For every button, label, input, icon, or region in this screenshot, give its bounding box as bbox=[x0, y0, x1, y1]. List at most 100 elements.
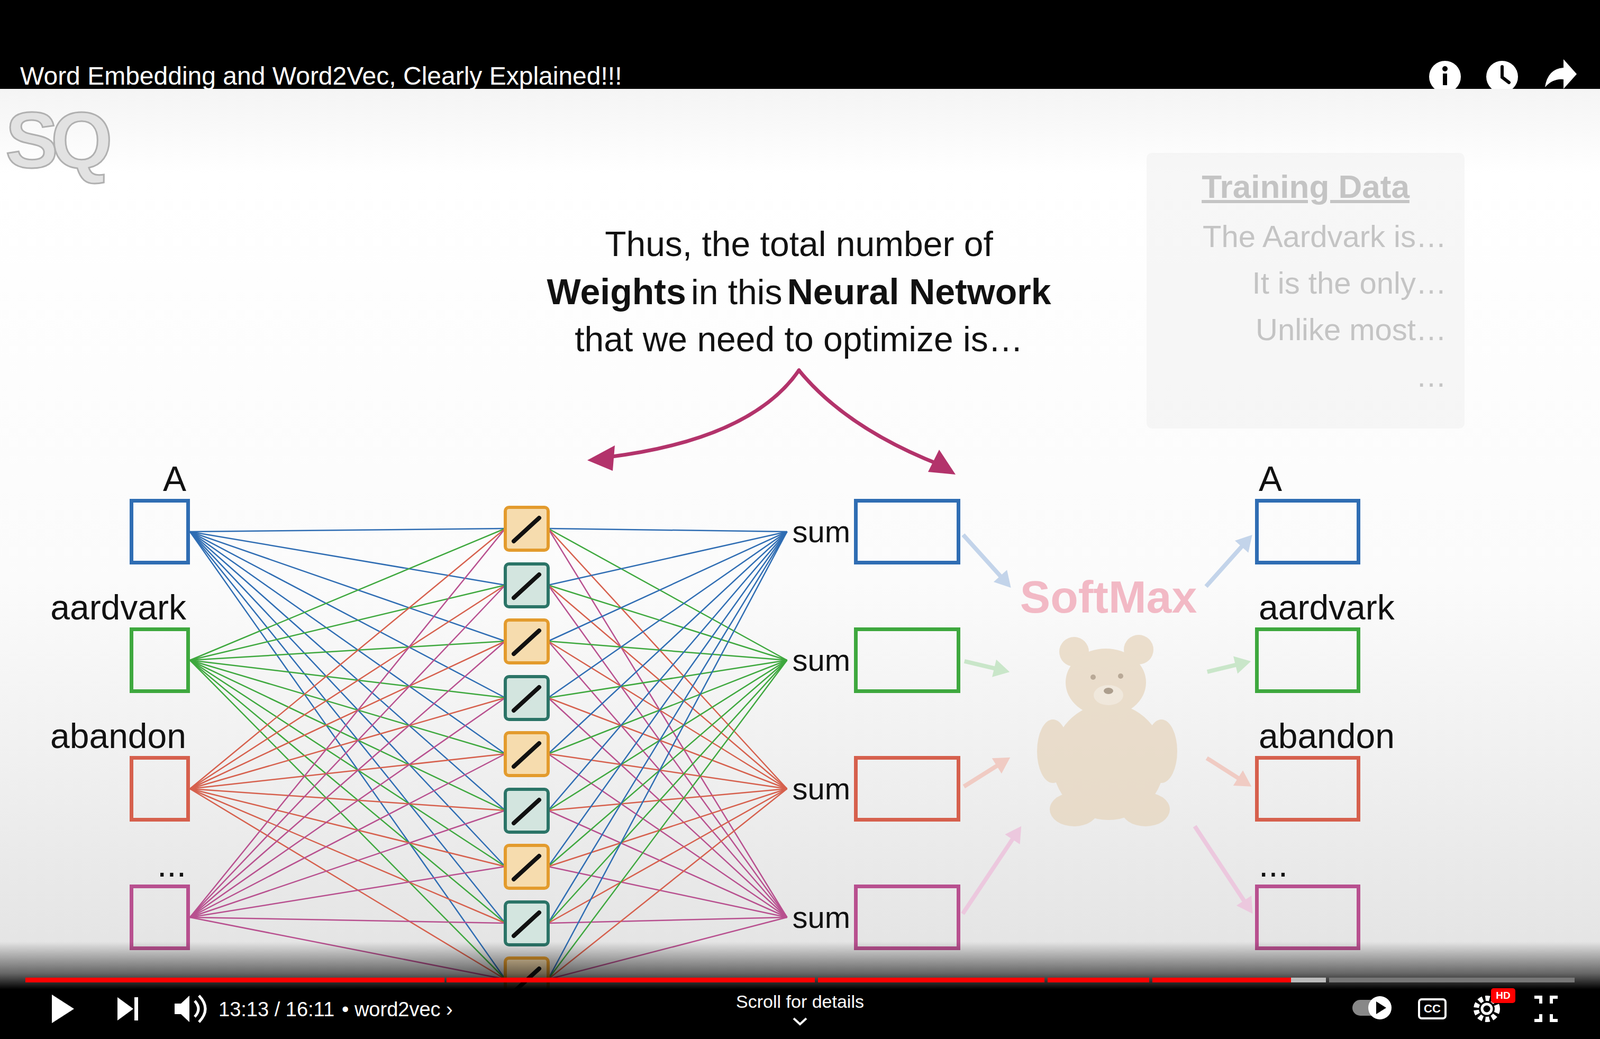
weight-wire bbox=[189, 917, 506, 924]
output-word-box: abandon bbox=[1255, 756, 1361, 822]
weight-wire bbox=[548, 641, 787, 661]
weight-wire bbox=[189, 531, 506, 924]
connector-line bbox=[1206, 758, 1241, 780]
callout-bold: Weights bbox=[547, 271, 687, 312]
weight-wire bbox=[548, 585, 787, 661]
node-label: A bbox=[1258, 459, 1283, 499]
weight-wire bbox=[548, 531, 787, 980]
weight-wire bbox=[189, 528, 506, 661]
weight-wire bbox=[189, 697, 506, 918]
connector-line bbox=[964, 661, 998, 670]
video-title: Word Embedding and Word2Vec, Clearly Exp… bbox=[20, 61, 623, 91]
connector bbox=[1207, 656, 1251, 674]
weight-wire bbox=[189, 866, 506, 918]
connector bbox=[962, 826, 1022, 915]
callout-line: that we need to optimize is… bbox=[428, 315, 1170, 363]
connector bbox=[964, 659, 1010, 678]
player-icons bbox=[0, 941, 1600, 1039]
weight-wire bbox=[548, 753, 787, 789]
callout-text: in this bbox=[691, 272, 783, 312]
node-label: sum bbox=[792, 643, 851, 678]
weight-wire bbox=[189, 585, 506, 661]
arrowhead bbox=[1234, 534, 1253, 553]
callout-line: Weightsin thisNeural Network bbox=[428, 267, 1170, 316]
weight-wire bbox=[189, 641, 506, 789]
callout-text: Thus, the total number of bbox=[604, 224, 994, 264]
training-data-panel: Training DataThe Aardvark is…It is the o… bbox=[1146, 152, 1465, 429]
connector bbox=[1205, 534, 1252, 587]
weight-wire bbox=[189, 528, 506, 789]
node-label: SoftMax bbox=[1013, 568, 1204, 623]
node-label: abandon bbox=[1258, 716, 1395, 756]
connector bbox=[962, 534, 1011, 588]
input-word-box: aardvark bbox=[129, 627, 190, 694]
connector-line bbox=[1207, 664, 1239, 672]
weight-wire bbox=[189, 753, 506, 918]
weight-wire bbox=[548, 531, 787, 698]
weight-wire bbox=[548, 531, 787, 754]
weight-wire bbox=[548, 660, 787, 980]
weight-wire bbox=[548, 788, 787, 867]
input-word-box: A bbox=[129, 498, 190, 565]
connector-line bbox=[1194, 826, 1246, 904]
arrowhead bbox=[587, 445, 615, 471]
weight-wire bbox=[189, 531, 506, 586]
weight-wire bbox=[548, 660, 787, 867]
weight-wire bbox=[189, 585, 506, 789]
weight-wire bbox=[189, 531, 506, 698]
weight-wire bbox=[189, 660, 506, 698]
weight-wire bbox=[548, 641, 787, 789]
weight-wire bbox=[189, 810, 506, 918]
weight-wire bbox=[189, 697, 506, 789]
node-label: abandon bbox=[50, 716, 187, 756]
connector-line bbox=[1205, 544, 1244, 587]
weight-wire bbox=[548, 641, 787, 918]
node-label: It is the only… bbox=[1164, 259, 1447, 307]
video-title-bar: Word Embedding and Word2Vec, Clearly Exp… bbox=[0, 0, 1600, 89]
weight-wire bbox=[548, 660, 787, 698]
output-word-box: ... bbox=[1255, 884, 1361, 951]
weight-wire bbox=[548, 866, 787, 918]
hd-badge: HD bbox=[1491, 988, 1516, 1004]
node-label: sum bbox=[792, 514, 851, 549]
node-label: A bbox=[162, 459, 187, 499]
callout-bold: Neural Network bbox=[787, 271, 1052, 312]
node-label: aardvark bbox=[50, 588, 187, 627]
weight-wire bbox=[189, 531, 506, 754]
weight-wire bbox=[548, 660, 787, 811]
weight-wire bbox=[548, 528, 787, 532]
arrowhead bbox=[992, 757, 1011, 774]
wires bbox=[189, 528, 787, 980]
time-display: 13:13 / 16:11 bbox=[218, 998, 335, 1022]
output-word-box: A bbox=[1255, 498, 1361, 565]
chapter-name: • word2vec › bbox=[341, 998, 453, 1022]
sum-box: sum bbox=[853, 498, 961, 565]
connector bbox=[1206, 758, 1252, 787]
activation-icons bbox=[505, 507, 549, 1002]
weight-wire bbox=[548, 531, 787, 924]
sum-box: sum bbox=[853, 627, 961, 694]
softmax-node: SoftMax bbox=[1013, 568, 1204, 823]
weight-wire bbox=[548, 531, 787, 811]
weight-wire bbox=[548, 788, 787, 924]
arrowhead bbox=[993, 569, 1012, 588]
node-label: ... bbox=[1258, 845, 1288, 885]
captions-button: CC bbox=[1417, 998, 1447, 1020]
weight-wire bbox=[548, 531, 787, 586]
node-label: aardvark bbox=[1258, 588, 1395, 627]
weight-wire bbox=[189, 641, 506, 918]
node-label: The Aardvark is… bbox=[1164, 213, 1447, 260]
scroll-hint: Scroll for details bbox=[694, 991, 906, 1013]
weight-wire bbox=[189, 788, 506, 924]
connector bbox=[964, 757, 1011, 787]
arrowhead bbox=[992, 659, 1010, 678]
weight-wire bbox=[548, 528, 787, 918]
sum-box: sum bbox=[853, 884, 961, 951]
weight-wire bbox=[548, 585, 787, 789]
weight-wire bbox=[548, 585, 787, 918]
weight-wire bbox=[189, 660, 506, 754]
weight-wire bbox=[189, 585, 506, 918]
weight-wire bbox=[548, 531, 787, 642]
sum-box: sum bbox=[853, 756, 961, 822]
